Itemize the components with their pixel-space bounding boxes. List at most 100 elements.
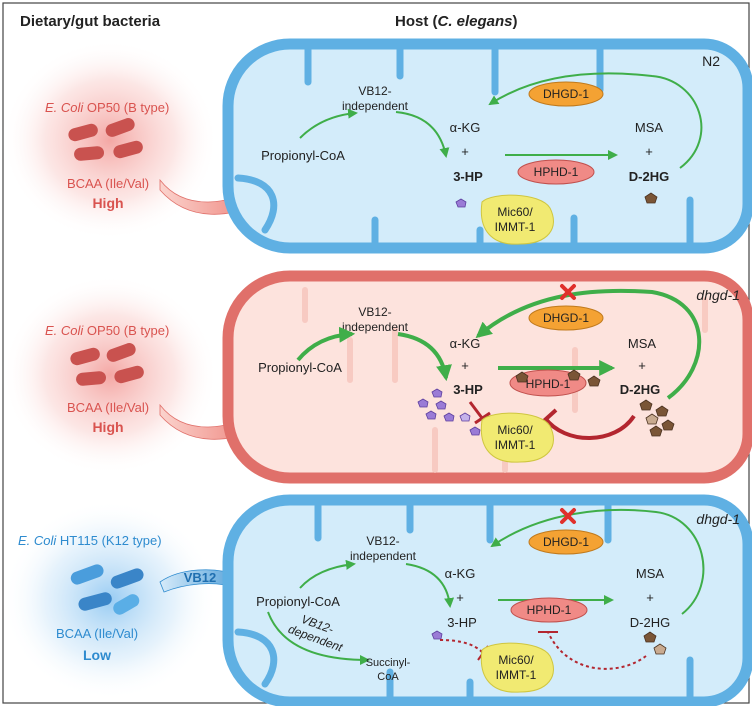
block-cross-icon	[560, 284, 576, 300]
vb12-independent-label-line1: VB12-	[358, 84, 391, 98]
arrow-d2hg-to-akg-blocked	[490, 508, 705, 615]
bacteria-rods-icon	[68, 118, 143, 161]
dhgd-1-enzyme	[528, 305, 604, 331]
bcaa-label: BCAA (Ile/Val)	[67, 176, 149, 191]
3-hp-molecule-icon	[431, 630, 443, 640]
vb12-independent-label-line1: VB12-	[366, 534, 399, 548]
dhgd-1-label: DHGD-1	[543, 535, 589, 549]
bcaa-level: High	[92, 419, 123, 435]
mic60-complex	[480, 412, 554, 463]
dhgd-1-enzyme	[528, 529, 604, 555]
bacteria-glow	[2, 275, 218, 475]
mic60-label-line2: IMMT-1	[496, 668, 537, 682]
plus-sign: +	[645, 144, 653, 159]
right-column-header: Host (C. elegans)	[395, 13, 518, 30]
mitochondrion-mutant	[222, 270, 752, 484]
bacteria-name: E. Coli HT115 (K12 type)	[18, 533, 162, 548]
hphd-1-enzyme	[510, 597, 588, 623]
inhibition-bar	[474, 411, 491, 425]
bcaa-label: BCAA (Ile/Val)	[56, 626, 138, 641]
vb12-independent-label-line1: VB12-	[358, 305, 391, 319]
dhgd-1-label: DHGD-1	[543, 311, 589, 325]
d-2hg: D-2HG	[629, 169, 669, 184]
msa: MSA	[628, 336, 657, 351]
3-hp: 3-HP	[453, 169, 483, 184]
3-hp: 3-HP	[447, 615, 477, 630]
d-2hg: D-2HG	[620, 382, 660, 397]
vb12-independent-label-line2: independent	[342, 320, 409, 334]
cristae	[234, 496, 694, 706]
weak-inhibition-lines	[439, 631, 647, 670]
succinyl-coa-line1: Succinyl-	[366, 657, 411, 669]
arrow-d2hg-to-akg-blocked	[475, 288, 702, 400]
bacteria-name: E. Coli OP50 (B type)	[45, 100, 169, 115]
inhibition-line	[468, 401, 484, 419]
arrow-vb12-to-akg	[395, 111, 450, 158]
left-column-header: Dietary/gut bacteria	[20, 13, 161, 30]
strain-label: dhgd-1	[696, 287, 740, 303]
bacteria-rods-icon	[70, 564, 144, 615]
panel-dhgd1-ht115: E. Coli HT115 (K12 type) BCAA (Ile/Val) …	[2, 494, 752, 706]
strain-label: N2	[702, 53, 720, 69]
mic60-label-line2: IMMT-1	[495, 220, 536, 234]
d-2hg: D-2HG	[630, 615, 670, 630]
bcaa-label: BCAA (Ile/Val)	[67, 400, 149, 415]
arrow-propionyl-to-vb12	[299, 559, 356, 589]
hphd-1-label: HPHD-1	[527, 603, 572, 617]
d-2hg-molecule-icon	[643, 631, 667, 655]
msa: MSA	[636, 566, 665, 581]
3-hp-molecule-icon	[455, 198, 467, 208]
plus-sign: +	[638, 358, 646, 373]
d-2hg-accumulation-icon	[639, 399, 675, 437]
arrow-propionyl-to-succinyl	[267, 611, 370, 665]
hphd-1-enzyme	[509, 369, 587, 397]
vb12-independent-label-line2: independent	[342, 99, 409, 113]
panel-n2: E. Coli OP50 (B type) BCAA (Ile/Val) Hig…	[2, 38, 752, 254]
bacteria-name: E. Coli OP50 (B type)	[45, 323, 169, 338]
arrow-propionyl-to-vb12	[299, 108, 358, 139]
vb12-independent-label-line2: independent	[350, 549, 417, 563]
mitochondrion-normal	[222, 38, 752, 254]
mic60-label-line2: IMMT-1	[495, 438, 536, 452]
msa: MSA	[635, 120, 664, 135]
arrow-propionyl-to-vb12	[296, 326, 356, 362]
strain-label: dhgd-1	[696, 511, 740, 527]
plus-sign: +	[456, 590, 464, 605]
hphd-1-enzyme	[517, 159, 595, 185]
panel-dhgd1-op50: E. Coli OP50 (B type) BCAA (Ile/Val) Hig…	[2, 270, 752, 484]
mic60-label-line1: Mic60/	[497, 423, 533, 437]
hphd-1-label: HPHD-1	[526, 377, 571, 391]
3-hp-accumulation-icon	[417, 388, 481, 436]
bacteria-rods-icon	[70, 343, 144, 386]
plus-sign: +	[646, 590, 654, 605]
plus-sign: +	[461, 144, 469, 159]
bcaa-level: High	[92, 195, 123, 211]
vb12-label: VB12	[184, 570, 217, 585]
propionyl-coa: Propionyl-CoA	[258, 360, 342, 375]
mic60-complex	[480, 642, 554, 693]
inhibition-d2hg-to-hphd	[543, 414, 636, 440]
dhgd-1-label: DHGD-1	[543, 87, 589, 101]
succinyl-coa-line2: CoA	[377, 671, 399, 683]
3-hp: 3-HP	[453, 382, 483, 397]
alpha-kg: α-KG	[450, 120, 481, 135]
propionyl-coa: Propionyl-CoA	[261, 148, 345, 163]
d-2hg-molecule-icon	[644, 192, 658, 204]
bcaa-level: Low	[83, 647, 111, 663]
alpha-kg: α-KG	[445, 566, 476, 581]
alpha-kg: α-KG	[450, 336, 481, 351]
propionyl-coa: Propionyl-CoA	[256, 594, 340, 609]
dhgd-1-enzyme	[528, 81, 604, 107]
arrow-d2hg-to-akg	[488, 72, 703, 169]
plus-sign: +	[461, 358, 469, 373]
mitochondrion-normal	[222, 494, 752, 706]
block-cross-icon	[560, 508, 576, 524]
arrow-vb12-to-akg	[397, 332, 452, 382]
mic60-label-line1: Mic60/	[497, 205, 533, 219]
mic60-complex	[480, 194, 554, 245]
d-2hg-bound-icon	[515, 369, 601, 387]
mic60-label-line1: Mic60/	[498, 653, 534, 667]
arrow-vb12-to-akg	[405, 563, 455, 608]
